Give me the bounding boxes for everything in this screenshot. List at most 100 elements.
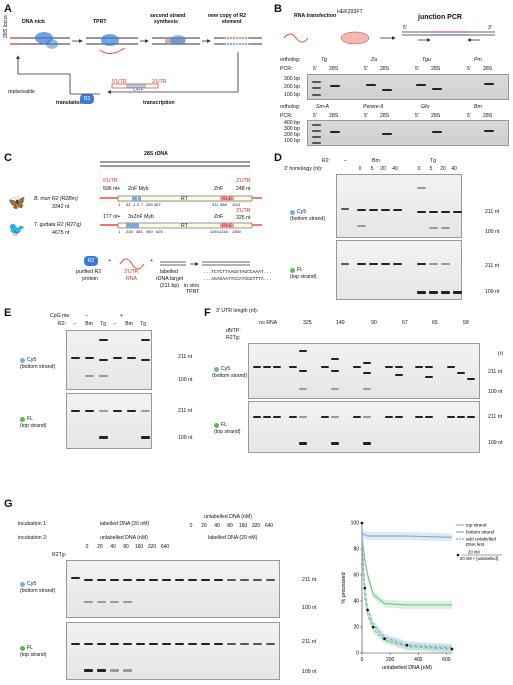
d-211nt-b: 211 nt — [485, 263, 500, 269]
tg-tick-2: 218 — [126, 229, 133, 234]
pcr-28s-tgu: 28S — [431, 66, 441, 72]
junction-pcr-label: junction PCR — [418, 14, 462, 21]
panel-label-c: C — [4, 152, 12, 164]
d-lane-5: 0 — [417, 166, 421, 172]
f-group-325: 325 — [303, 320, 312, 326]
bird-icon: 🐦 — [8, 221, 26, 237]
legend-swatch-formula — [456, 553, 460, 557]
pcr-label-1: PCR: — [280, 66, 293, 72]
f-group-67: 67 — [402, 320, 408, 326]
g-conc-r-6: 320 — [251, 523, 261, 529]
gel-d-cy5 — [336, 174, 462, 238]
y-axis-label: % processed — [341, 572, 347, 603]
bm-utr5: 5'UTR — [103, 178, 118, 184]
x-tick-label: 200 — [386, 657, 395, 663]
gel-e-fl — [66, 393, 152, 449]
transcription-label: transcription — [143, 100, 175, 106]
panel-label-a: A — [4, 3, 12, 15]
g-inc1-left: labelled DNA (20 nM) — [100, 521, 150, 527]
tg-length: 4675 nt — [52, 230, 70, 236]
g-incubation-1: incubation 1: — [18, 521, 48, 527]
g-conc-l-2: 20 — [97, 544, 103, 550]
size2-400: 400 bp — [284, 120, 300, 126]
data-point — [405, 643, 409, 647]
cy5-dot-e — [20, 358, 25, 363]
d-bm-label: Bm — [372, 158, 380, 164]
d-lane-6: 5 — [429, 166, 433, 172]
g-conc-r-5: 160 — [238, 523, 248, 529]
rdna-title: 28S rDNA — [144, 151, 168, 157]
x-axis-label: unlabelled DNA (nM) — [382, 665, 432, 671]
pcr2-5-perere: 5' — [364, 113, 368, 119]
pcr-28s-pm: 28S — [483, 66, 493, 72]
tg-tick-1: 1 — [118, 229, 121, 234]
tg-utr3: 3'UTR — [236, 208, 251, 214]
d-cy5-label: Cy5 — [297, 209, 307, 215]
pcr-5-tg: 5' — [313, 66, 317, 72]
g-109nt: 109 nt — [302, 669, 317, 675]
fl-dot-f — [214, 423, 219, 428]
gel-e-cy5 — [66, 330, 152, 390]
orf-label: ORF — [133, 87, 144, 93]
gel-f-cy5 — [248, 343, 480, 399]
series-line — [361, 538, 453, 649]
series-band — [362, 529, 452, 542]
panel-a-schematic — [10, 32, 262, 95]
size2-200: 200 bp — [284, 132, 300, 138]
d-r2-label: R2: — [322, 158, 331, 164]
tprt-label: TPRT — [93, 19, 107, 25]
bm-tick-9: 968 — [220, 202, 227, 207]
bm-znf2: ZnF — [214, 186, 224, 192]
d-homology-label: 3' homology (nt): — [284, 166, 323, 172]
synthesis-label: synthesis — [154, 19, 178, 25]
bm-tick-1: 1 — [118, 202, 121, 207]
e-lane-5: Bm — [125, 321, 133, 327]
data-point — [366, 608, 369, 612]
series-line — [361, 532, 453, 538]
bm-rt: RT — [181, 196, 188, 202]
element-label: element — [222, 19, 242, 25]
tg-tick-5: 625 — [156, 229, 163, 234]
f-group-149: 149 — [336, 320, 345, 326]
fl-dot-e — [20, 417, 25, 422]
g-conc-l-4: 80 — [123, 544, 129, 550]
g-conc-r-1: 0 — [189, 523, 193, 529]
y-tick-label: 80 — [353, 547, 359, 553]
gel-g-fl — [66, 622, 280, 680]
rna-label: RNA — [126, 276, 137, 282]
y-tick-label: 100 — [351, 521, 360, 527]
bm-tick-8: 911 — [212, 202, 219, 207]
d-lane-2: 5 — [370, 166, 374, 172]
fl-dot-g — [20, 646, 25, 651]
panel-label-e: E — [4, 307, 12, 319]
cy5-dot-f — [214, 367, 219, 372]
e-fl-sub: (top strand) — [20, 423, 47, 429]
f-cy5-sub: (bottom strand) — [212, 373, 248, 379]
tg-utr3-len: 325 nt — [236, 215, 251, 221]
moth-icon: 🦋 — [8, 194, 26, 210]
legend-dna-first: DNA first — [466, 542, 485, 547]
gel-b-row2 — [307, 120, 509, 146]
series-band — [362, 532, 452, 609]
tprt-c-label: TPRT — [186, 289, 200, 295]
g-r2tg-label: R2Tg: — [52, 552, 67, 558]
e-r2-label: R2: — [58, 321, 67, 327]
f-group-58: 58 — [463, 320, 469, 326]
panel-label-f: F — [204, 307, 211, 319]
ortholog-label-2: ortholog: — [280, 104, 301, 110]
bm-name: B. mori R2 (R2Bm) — [34, 196, 78, 202]
g-inc2-left: unlabelled DNA (nM) — [100, 535, 148, 541]
f-211nt: 211 nt — [488, 369, 503, 375]
panel-label-g: G — [4, 498, 13, 510]
f-group-90: 90 — [371, 320, 377, 326]
rna-transfection-label: RNA transfection — [294, 13, 337, 19]
fl-dot-d — [290, 268, 295, 273]
size2-100: 100 bp — [284, 138, 300, 144]
d-211nt: 211 nt — [485, 209, 500, 215]
g-inc1-right: unlabelled DNA (nM) — [204, 514, 252, 520]
ortholog-bm: Bm — [474, 104, 482, 110]
g-conc-l-1: 0 — [85, 544, 89, 550]
e-109nt: 109 nt — [178, 435, 193, 441]
d-100nt: 100 nt — [485, 229, 500, 235]
bm-tick-10: 1114 — [232, 202, 241, 207]
